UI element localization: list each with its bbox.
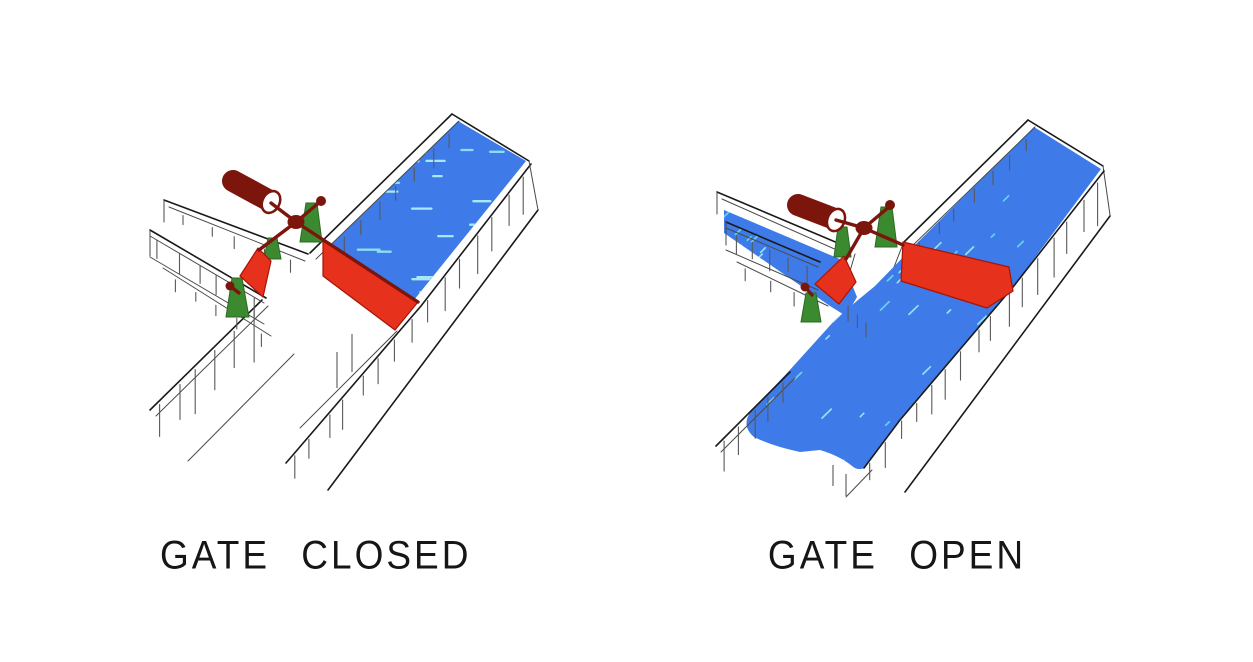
canal-outline	[451, 113, 530, 162]
flowing-water-surface	[746, 127, 1101, 470]
gate-post	[800, 292, 822, 323]
canal-outline	[327, 209, 539, 491]
pivot-hub	[287, 215, 305, 229]
counterweight-cylinder	[222, 170, 279, 211]
turnout-outline	[149, 235, 265, 304]
rod-end-ball	[885, 200, 895, 210]
canal-outline	[863, 170, 1105, 469]
canal-outline	[1102, 165, 1111, 216]
turnout-channel-far-wall	[717, 192, 852, 255]
canal-outline	[285, 163, 532, 464]
turnout-outline	[168, 206, 306, 262]
canal-outline	[315, 120, 460, 260]
turnout-step-line	[162, 267, 272, 337]
canal-outline	[309, 113, 453, 254]
canal-outline	[902, 119, 1029, 244]
turnout-end-edges	[716, 191, 727, 246]
rod-end-ball	[225, 281, 235, 291]
turnout-outline	[721, 198, 849, 256]
rod-end-ball	[316, 196, 326, 206]
turnout-outline	[725, 221, 821, 263]
rod-end-ball	[800, 282, 810, 292]
turnout-outline	[725, 227, 819, 268]
turnout-outline	[716, 191, 853, 250]
wall-hatching-closed	[336, 334, 353, 388]
canal-near-wall-face	[864, 171, 1110, 492]
figure-gate-open	[715, 119, 1111, 498]
gate-post	[833, 226, 852, 258]
canal-outline	[155, 305, 269, 417]
caption-gate-open: GATE OPEN	[767, 533, 1027, 578]
canal-outline	[1027, 119, 1104, 167]
canal-floor-line	[845, 469, 873, 498]
canal-outline	[715, 371, 791, 447]
canal-far-wall-upstream	[903, 120, 1035, 249]
canal-floor-line	[187, 353, 295, 462]
pivot-hub	[855, 221, 873, 235]
wall-hatching-open	[723, 138, 1099, 481]
upstream-water-surface	[332, 121, 526, 300]
canal-back-wall-top	[1028, 120, 1103, 170]
canal-far-wall-upstream	[310, 114, 459, 259]
counterweight-cylinder	[787, 194, 843, 229]
canal-outline	[904, 215, 1111, 493]
wall-hatching-open	[832, 465, 847, 496]
turnout-gate-open	[814, 255, 857, 305]
turnout-outline	[149, 229, 267, 299]
turnout-gate-closed	[239, 247, 272, 298]
figure-gate-closed	[149, 113, 539, 491]
canal-floor-line	[299, 330, 398, 429]
canal-outline	[528, 160, 539, 211]
main-gate-open	[900, 241, 1014, 309]
turnout-end-edges	[149, 199, 165, 257]
canal-outline	[908, 126, 1036, 250]
turnout-outline	[163, 199, 309, 255]
caption-gate-closed: GATE CLOSED	[160, 533, 472, 578]
